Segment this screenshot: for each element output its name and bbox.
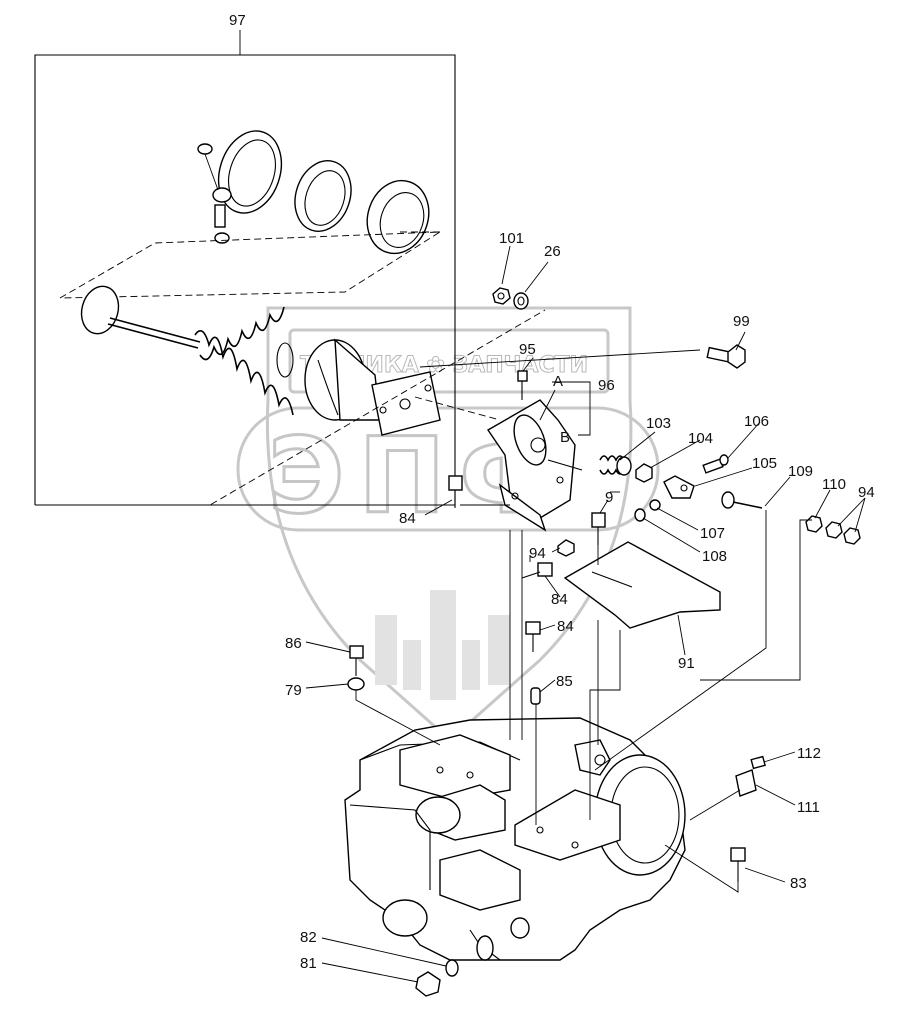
callout-26: 26 — [544, 243, 561, 260]
callout-105: 105 — [752, 455, 777, 472]
bolt-83 — [730, 847, 746, 882]
callout-79: 79 — [285, 682, 302, 699]
callout-95: 95 — [519, 341, 536, 358]
callout-A: A — [553, 373, 563, 390]
callout-94: 94 — [529, 545, 546, 562]
callout-84: 84 — [557, 618, 574, 635]
nut-94b — [843, 527, 861, 545]
nut-108 — [634, 508, 646, 522]
callout-110: 110 — [822, 476, 846, 493]
bolt-84a — [448, 475, 463, 508]
nut-94c — [557, 539, 575, 557]
callout-84: 84 — [551, 591, 568, 608]
callout-111: 111 — [797, 799, 820, 816]
nut-110 — [805, 515, 823, 533]
plate-111 — [735, 769, 757, 797]
callout-84: 84 — [399, 510, 416, 527]
pin-85 — [530, 687, 541, 705]
seal-ring — [294, 160, 352, 232]
callout-97: 97 — [229, 12, 246, 29]
callout-104: 104 — [688, 430, 713, 447]
clamp-ring — [197, 130, 283, 244]
valve-spring — [194, 306, 294, 416]
lever-bracket — [486, 399, 583, 532]
callout-109: 109 — [788, 463, 813, 480]
callout-82: 82 — [300, 929, 317, 946]
callout-labels: 97 101 26 99 95 A 96 B 103 104 106 105 1… — [229, 12, 875, 972]
bolt-99 — [706, 344, 746, 369]
snap-ring-26 — [513, 292, 529, 310]
callout-107: 107 — [700, 525, 725, 542]
callout-94: 94 — [858, 484, 875, 501]
assembly-97-frame — [34, 30, 456, 506]
o-ring-82 — [445, 959, 459, 977]
washer-79 — [347, 677, 365, 691]
screw-112 — [750, 755, 766, 770]
callout-91: 91 — [678, 655, 695, 672]
diaphragm-housing — [304, 338, 441, 436]
leader-lines — [305, 245, 866, 983]
bolt-86 — [349, 645, 364, 676]
callout-81: 81 — [300, 955, 317, 972]
callout-99: 99 — [733, 313, 750, 330]
callout-9: 9 — [605, 489, 613, 506]
pin-106 — [702, 454, 729, 474]
callout-103: 103 — [646, 415, 671, 432]
callout-86: 86 — [285, 635, 302, 652]
rod-end-109 — [721, 491, 763, 509]
clevis-105 — [663, 475, 695, 499]
callout-B: B — [560, 429, 570, 446]
callout-106: 106 — [744, 413, 769, 430]
spring-103 — [599, 455, 632, 476]
callout-96: 96 — [598, 377, 615, 394]
wheat-icon — [375, 590, 510, 700]
plate-91 — [563, 541, 721, 629]
cup-ring — [366, 179, 430, 255]
callout-101: 101 — [499, 230, 524, 247]
callout-85: 85 — [556, 673, 573, 690]
callout-83: 83 — [790, 875, 807, 892]
nut-101 — [492, 287, 511, 305]
callout-108: 108 — [702, 548, 727, 565]
bolt-84b — [521, 562, 553, 579]
callout-112: 112 — [797, 745, 821, 762]
drain-plug-81 — [415, 971, 441, 997]
nut-104 — [635, 463, 653, 483]
governor-housing — [344, 717, 686, 961]
valve-stem — [80, 285, 201, 349]
screw-95 — [517, 370, 528, 400]
bolt-84c — [525, 621, 541, 652]
bolt-9 — [591, 512, 606, 545]
washer-107 — [649, 499, 661, 511]
